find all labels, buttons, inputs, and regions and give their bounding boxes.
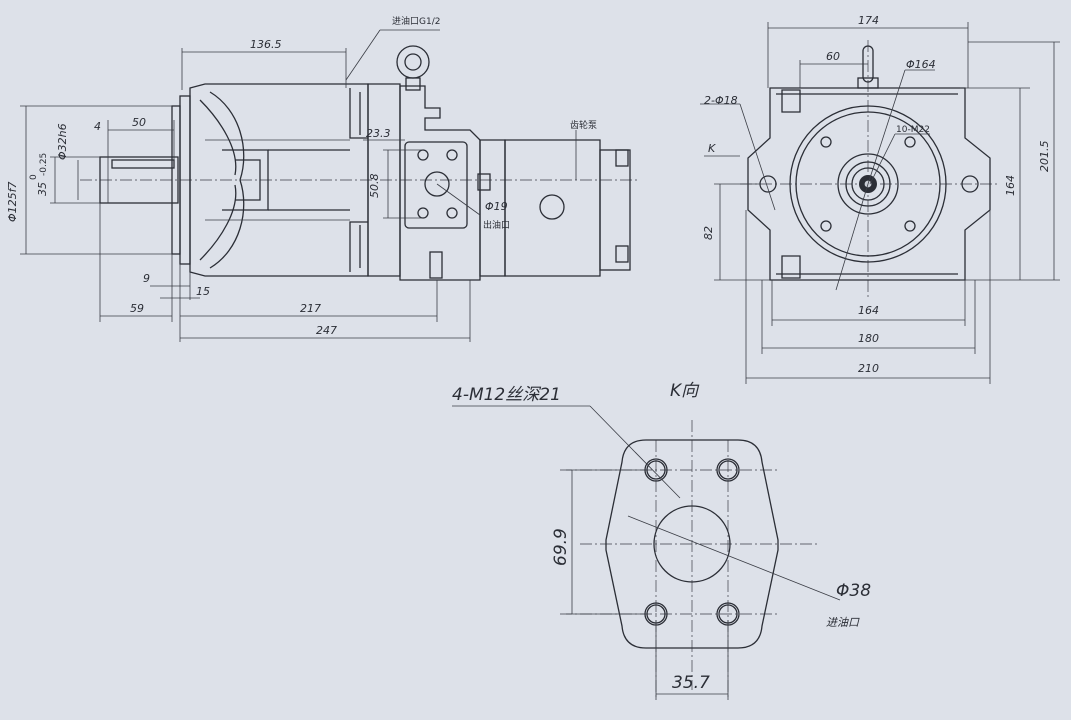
dim-180: 180 (858, 332, 879, 345)
dim-174: 174 (858, 14, 879, 27)
dim-201-5: 201.5 (1038, 141, 1051, 173)
side-view: 136.5 进油口G1/2 Φ125f7 Φ32h6 35 0 -0.25 4 … (6, 15, 640, 342)
label-holes-10: 10-M22 (896, 125, 930, 135)
k-view: K向 4-M12丝深21 69.9 Φ38 进油口 35.7 (452, 381, 871, 700)
dim-15: 15 (196, 285, 210, 298)
dim-50-8: 50.8 (368, 174, 381, 199)
dim-247: 247 (316, 324, 337, 337)
label-thread-m12: 4-M12丝深21 (452, 385, 561, 405)
dim-phi19: Φ19 (485, 200, 508, 213)
dim-flange-125f7: Φ125f7 (6, 181, 19, 222)
label-inlet-thread: 进油口G1/2 (392, 15, 440, 27)
front-view: 174 60 Φ164 2-Φ18 10-M22 K 164 201.5 82 … (700, 14, 1060, 384)
dim-9: 9 (143, 272, 150, 285)
label-holes-2-18: 2-Φ18 (704, 94, 738, 107)
dim-4: 4 (94, 120, 101, 133)
dim-210: 210 (858, 362, 879, 375)
dim-key-35: 35 (36, 182, 49, 196)
dim-60: 60 (826, 50, 840, 63)
dim-217: 217 (300, 302, 321, 315)
label-k-arrow: K (708, 142, 716, 155)
dim-phi38: Φ38 (836, 581, 871, 601)
dim-50: 50 (132, 116, 146, 129)
dim-164-horizontal: 164 (858, 304, 879, 317)
dim-key-35-tol-bottom: -0.25 (39, 153, 49, 176)
dim-136-5: 136.5 (250, 38, 282, 51)
dim-phi164: Φ164 (906, 58, 936, 71)
dim-35-7: 35.7 (672, 673, 710, 693)
dim-shaft-32h6: Φ32h6 (56, 123, 69, 160)
label-outlet: 出油口 (483, 219, 510, 231)
label-gear-pump: 齿轮泵 (570, 119, 597, 131)
dim-69-9: 69.9 (551, 528, 571, 566)
dim-key-35-tol-top: 0 (29, 174, 39, 180)
dim-23-3: 23.3 (366, 127, 391, 140)
dim-164-vertical: 164 (1004, 175, 1017, 196)
label-inlet: 进油口 (826, 616, 860, 629)
dim-59: 59 (130, 302, 144, 315)
k-view-title: K向 (670, 381, 700, 401)
dim-82: 82 (702, 226, 715, 240)
